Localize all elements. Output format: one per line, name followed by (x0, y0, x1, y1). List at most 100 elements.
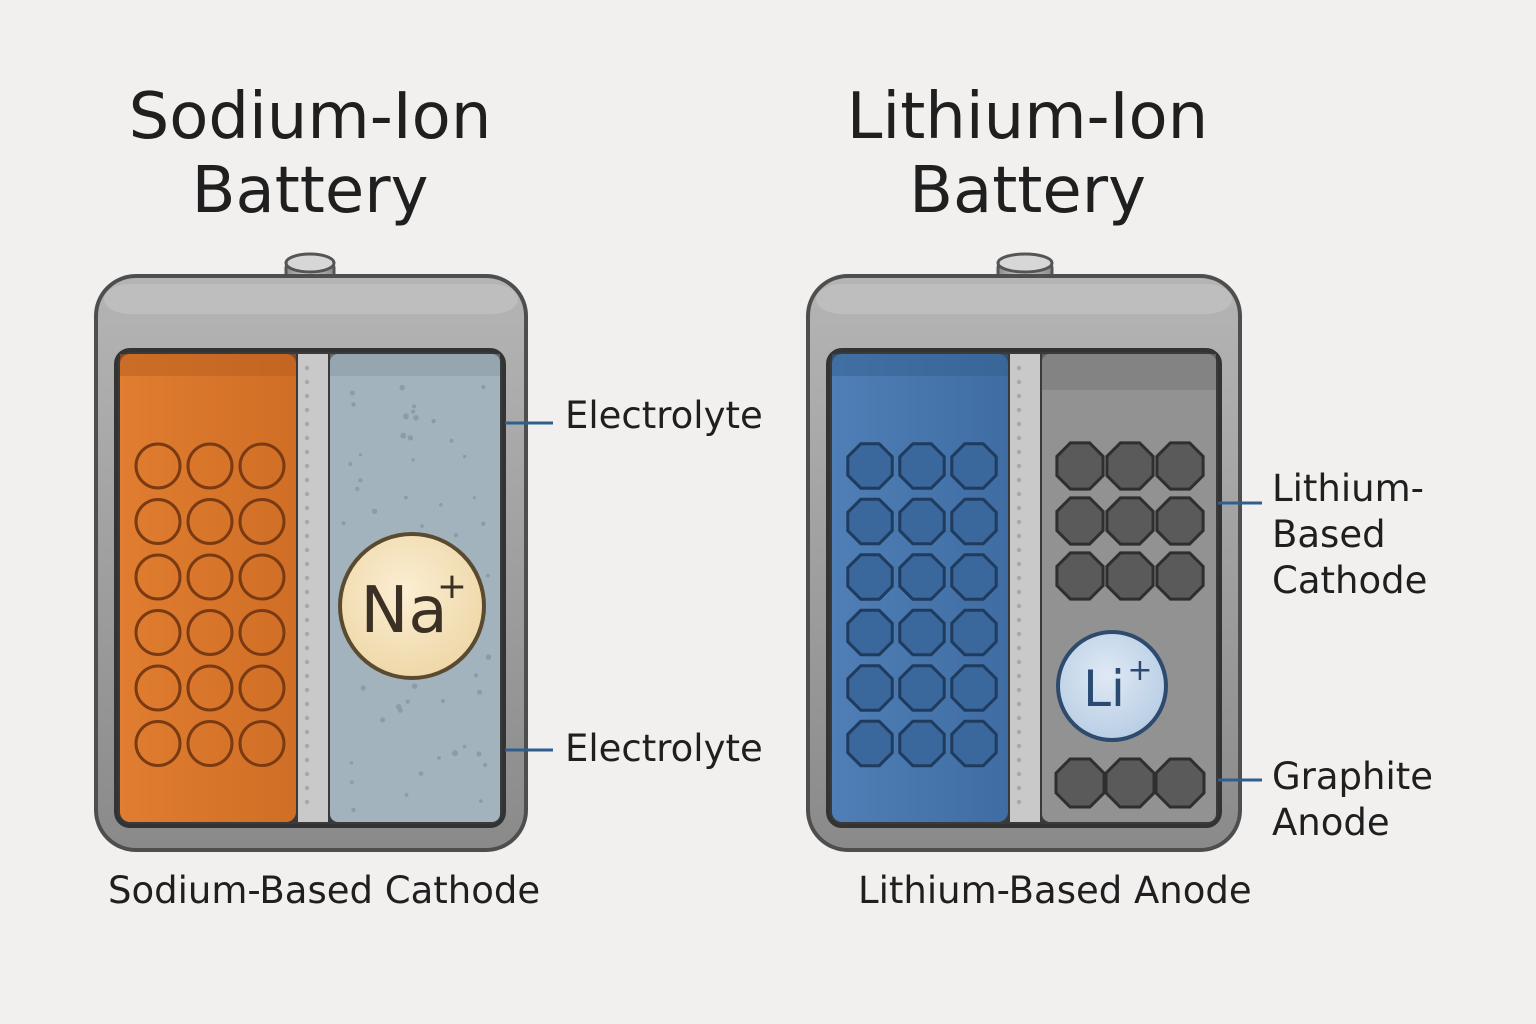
electrolyte-speckle (355, 486, 360, 492)
electrolyte-speckle (453, 533, 458, 538)
cathode-particle (186, 720, 234, 767)
lithium-cathode-particles (1055, 441, 1205, 601)
lithium-title-line1: Lithium-Ion (846, 80, 1209, 154)
separator-dot (1016, 407, 1022, 413)
separator-dot (1016, 379, 1022, 385)
separator-dot (1016, 757, 1022, 763)
cathode-particle (134, 498, 182, 545)
electrolyte-speckle (439, 503, 443, 507)
anode-particle (898, 442, 946, 490)
anode-particle (950, 719, 998, 768)
electrolyte-speckle (349, 390, 355, 396)
sodium-cathode-material (120, 354, 296, 822)
separator-dot (304, 799, 310, 805)
sodium-ion: Na + (338, 532, 486, 680)
separator-dot (1016, 701, 1022, 707)
sodium-cathode-label: Sodium-Based Cathode (108, 869, 541, 912)
sodium-title: Sodium-Ion Battery (60, 80, 560, 228)
separator-dot (304, 617, 310, 623)
sodium-ion-charge: + (437, 566, 467, 607)
cathode-particle (1105, 551, 1155, 601)
electrolyte-speckle (476, 751, 482, 757)
cathode-particle (186, 664, 234, 712)
electrolyte-speckle (462, 744, 467, 749)
separator-dot (304, 743, 310, 749)
cathode-particle (238, 609, 286, 656)
electrolyte-speckle (411, 409, 416, 414)
separator-dot (1016, 617, 1022, 623)
separator-dot (304, 631, 310, 637)
graphite-particle (1154, 757, 1206, 809)
separator-dot (1016, 687, 1022, 693)
cathode-particle (238, 553, 286, 601)
cathode-particle (134, 442, 182, 490)
sodium-cathode-particles (134, 442, 286, 767)
separator-dot (1016, 729, 1022, 735)
electrolyte-speckle (371, 508, 378, 514)
electrolyte-speckle (348, 462, 353, 467)
electrolyte-speckle (404, 793, 409, 797)
electrolyte-speckle (351, 807, 356, 813)
electrolyte-label-bottom: Electrolyte (565, 727, 763, 770)
lithium-ion-charge: + (1127, 653, 1152, 688)
electrolyte-speckle (358, 453, 363, 457)
lithium-battery: Li + (806, 252, 1262, 852)
electrolyte-speckle (360, 685, 366, 691)
separator-dot (304, 449, 310, 455)
electrolyte-speckle (440, 699, 445, 703)
anode-particle (950, 442, 998, 490)
electrolyte-speckle (472, 496, 476, 500)
anode-particle (846, 497, 894, 546)
cathode-particle (238, 442, 286, 490)
anode-particle (898, 719, 946, 768)
sodium-title-line1: Sodium-Ion (128, 80, 492, 154)
separator-dot (1016, 771, 1022, 777)
anode-particle (950, 497, 998, 546)
separator-dot (304, 771, 310, 777)
electrolyte-speckle (380, 717, 386, 723)
separator-dot (1016, 365, 1022, 371)
separator-dot (304, 505, 310, 511)
cathode-particle (1155, 551, 1205, 601)
separator-dot (1016, 421, 1022, 427)
separator-dot (304, 407, 310, 413)
electrolyte-speckle (482, 762, 488, 768)
electrolyte-speckle (358, 478, 363, 483)
electrolyte-speckle (399, 384, 405, 391)
separator-dot (1016, 463, 1022, 469)
sodium-separator (298, 354, 328, 822)
electrolyte-speckle (437, 756, 441, 760)
separator-dot (304, 645, 310, 651)
lithium-cathode-label-line2: Based (1272, 513, 1386, 556)
electrolyte-speckle (481, 384, 486, 390)
cathode-particle (1105, 496, 1155, 546)
separator-dot (304, 701, 310, 707)
separator-dot (1016, 603, 1022, 609)
sodium-title-line2: Battery (191, 154, 429, 228)
graphite-particle (1104, 757, 1156, 809)
electrolyte-speckle (479, 799, 483, 803)
lithium-anode-label: Lithium-Based Anode (858, 869, 1252, 912)
anode-particle (846, 664, 894, 712)
cathode-particle (1155, 496, 1205, 546)
electrolyte-speckle (405, 699, 410, 704)
separator-dot (1016, 673, 1022, 679)
electrolyte-speckle (400, 432, 407, 439)
anode-particle (846, 608, 894, 657)
anode-particle (898, 608, 946, 657)
cathode-particle (238, 720, 286, 767)
separator-dot (304, 589, 310, 595)
cathode-particle (134, 553, 182, 601)
electrolyte-speckle (420, 524, 424, 528)
separator-dot (304, 491, 310, 497)
graphite-anode-label-line1: Graphite (1272, 755, 1434, 798)
electrolyte-speckle (396, 704, 402, 710)
separator-dot (1016, 589, 1022, 595)
anode-particle (950, 553, 998, 601)
separator-dot (304, 659, 310, 665)
separator-dot (1016, 561, 1022, 567)
lithium-cathode-label-line1: Lithium- (1272, 467, 1424, 510)
electrolyte-speckle (485, 573, 490, 578)
